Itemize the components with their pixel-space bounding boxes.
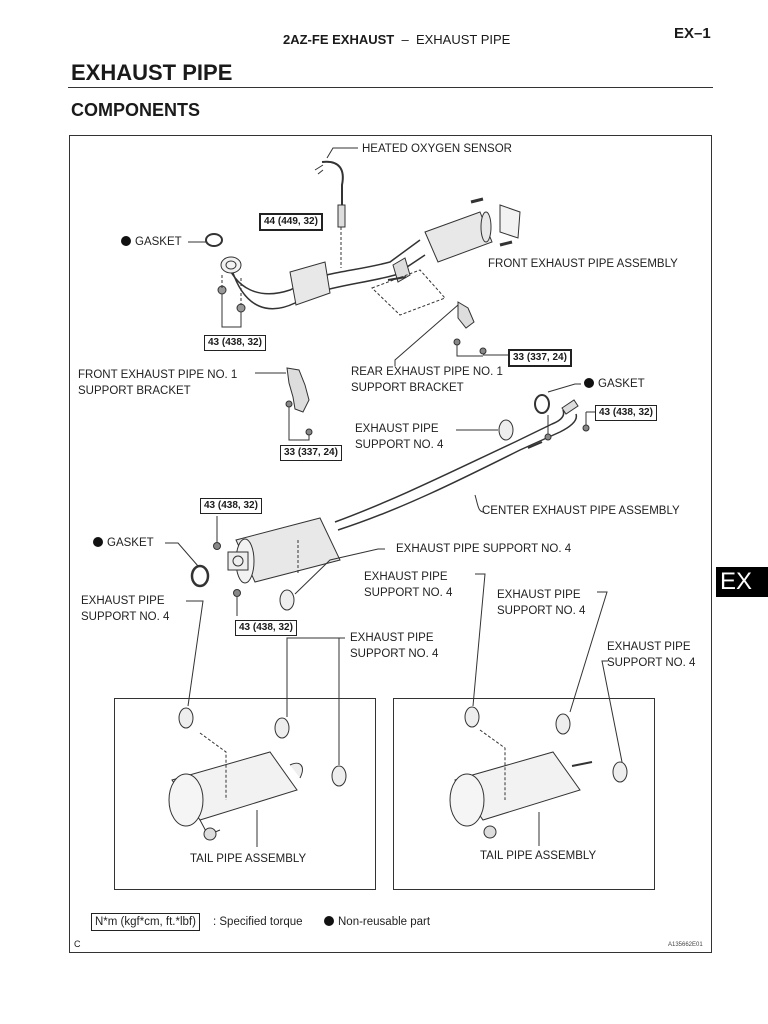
label-support-right-3: EXHAUST PIPE SUPPORT NO. 4 <box>607 639 695 671</box>
support-line2: SUPPORT NO. 4 <box>355 439 444 451</box>
support-rubber-center <box>498 419 514 441</box>
front-exhaust-pipe-part <box>220 197 521 310</box>
torque-sensor: 44 (449, 32) <box>259 213 323 231</box>
header-separator: – <box>401 32 409 47</box>
tail-pipe-left-part <box>168 707 347 847</box>
section-tab-ex[interactable]: EX <box>716 567 768 597</box>
label-center-exhaust-pipe-assembly: CENTER EXHAUST PIPE ASSEMBLY <box>482 505 680 517</box>
tail-pipe-subframe-right <box>393 698 655 890</box>
support-line1: EXHAUST PIPE <box>350 632 434 644</box>
label-support-right-2: EXHAUST PIPE SUPPORT NO. 4 <box>497 587 585 619</box>
label-tail-pipe-right: TAIL PIPE ASSEMBLY <box>480 850 597 862</box>
gasket-text: GASKET <box>135 236 182 248</box>
components-diagram-frame <box>69 135 712 953</box>
gasket-center-part <box>190 564 210 588</box>
center-exhaust-pipe-part <box>227 399 579 584</box>
torque-rear-bracket: 33 (337, 24) <box>508 349 572 367</box>
label-front-support-bracket: FRONT EXHAUST PIPE NO. 1 SUPPORT BRACKET <box>78 367 237 399</box>
torque-front-flange: 43 (438, 32) <box>204 335 266 351</box>
label-front-exhaust-pipe-assembly: FRONT EXHAUST PIPE ASSEMBLY <box>488 258 678 270</box>
torque-center-front-bottom: 43 (438, 32) <box>235 620 297 636</box>
non-reusable-dot-icon <box>121 236 131 246</box>
gasket-front-part <box>205 233 223 247</box>
header-section-sub: EXHAUST PIPE <box>415 32 511 47</box>
label-support-left-1: EXHAUST PIPE SUPPORT NO. 4 <box>81 593 169 625</box>
support-line1: EXHAUST PIPE <box>607 641 691 653</box>
label-rear-bracket-line2: SUPPORT BRACKET <box>351 382 464 394</box>
label-support-center-front: EXHAUST PIPE SUPPORT NO. 4 <box>396 543 572 555</box>
label-tail-pipe-left: TAIL PIPE ASSEMBLY <box>190 853 307 865</box>
header-section-title: 2AZ-FE EXHAUST – EXHAUST PIPE <box>283 32 510 47</box>
non-reusable-dot-icon <box>324 916 334 926</box>
support-line2: SUPPORT NO. 4 <box>497 605 586 617</box>
support-line2: SUPPORT NO. 4 <box>364 587 453 599</box>
header-section-bold: 2AZ-FE EXHAUST <box>283 32 395 47</box>
oxygen-sensor-part <box>314 147 358 268</box>
legend-nonreusable-text: Non-reusable part <box>338 916 431 928</box>
label-front-bracket-line1: FRONT EXHAUST PIPE NO. 1 <box>78 369 238 381</box>
label-gasket-front: GASKET <box>121 234 182 250</box>
label-rear-bracket-line1: REAR EXHAUST PIPE NO. 1 <box>351 366 503 378</box>
support-line1: EXHAUST PIPE <box>81 595 165 607</box>
figure-id: A135662E01 <box>668 942 703 948</box>
non-reusable-dot-icon <box>93 537 103 547</box>
support-line2: SUPPORT NO. 4 <box>350 648 439 660</box>
support-line1: EXHAUST PIPE <box>355 423 439 435</box>
torque-center-front-top: 43 (438, 32) <box>200 498 262 514</box>
page-number: EX–1 <box>674 25 711 42</box>
section-heading: COMPONENTS <box>71 100 201 120</box>
label-rear-support-bracket: REAR EXHAUST PIPE NO. 1 SUPPORT BRACKET <box>351 364 503 396</box>
non-reusable-dot-icon <box>584 378 594 388</box>
label-support-center: EXHAUST PIPE SUPPORT NO. 4 <box>355 421 443 453</box>
page-title: EXHAUST PIPE <box>71 60 233 85</box>
gasket-text: GASKET <box>107 537 154 549</box>
legend-torque-unit: N*m (kgf*cm, ft.*lbf) <box>91 913 200 931</box>
support-line2: SUPPORT NO. 4 <box>607 657 696 669</box>
legend-torque-desc: : Specified torque <box>213 916 303 928</box>
support-line1: EXHAUST PIPE <box>364 571 448 583</box>
label-gasket-center-front: GASKET <box>93 535 154 551</box>
label-support-right-1: EXHAUST PIPE SUPPORT NO. 4 <box>364 569 452 601</box>
header-rule <box>68 87 713 88</box>
label-support-left-2: EXHAUST PIPE SUPPORT NO. 4 <box>350 630 438 662</box>
tail-pipe-right-part <box>449 706 628 846</box>
tail-pipe-subframe-left <box>114 698 376 890</box>
torque-center-rear: 43 (438, 32) <box>595 405 657 421</box>
support-line2: SUPPORT NO. 4 <box>81 611 170 623</box>
footer-code: C <box>74 939 81 949</box>
legend-nonreusable: Non-reusable part <box>324 914 430 930</box>
gasket-text: GASKET <box>598 378 645 390</box>
label-front-bracket-line2: SUPPORT BRACKET <box>78 385 191 397</box>
support-line1: EXHAUST PIPE <box>497 589 581 601</box>
torque-front-bracket: 33 (337, 24) <box>280 445 342 461</box>
label-gasket-center-rear: GASKET <box>584 376 645 392</box>
label-heated-oxygen-sensor: HEATED OXYGEN SENSOR <box>362 143 512 155</box>
